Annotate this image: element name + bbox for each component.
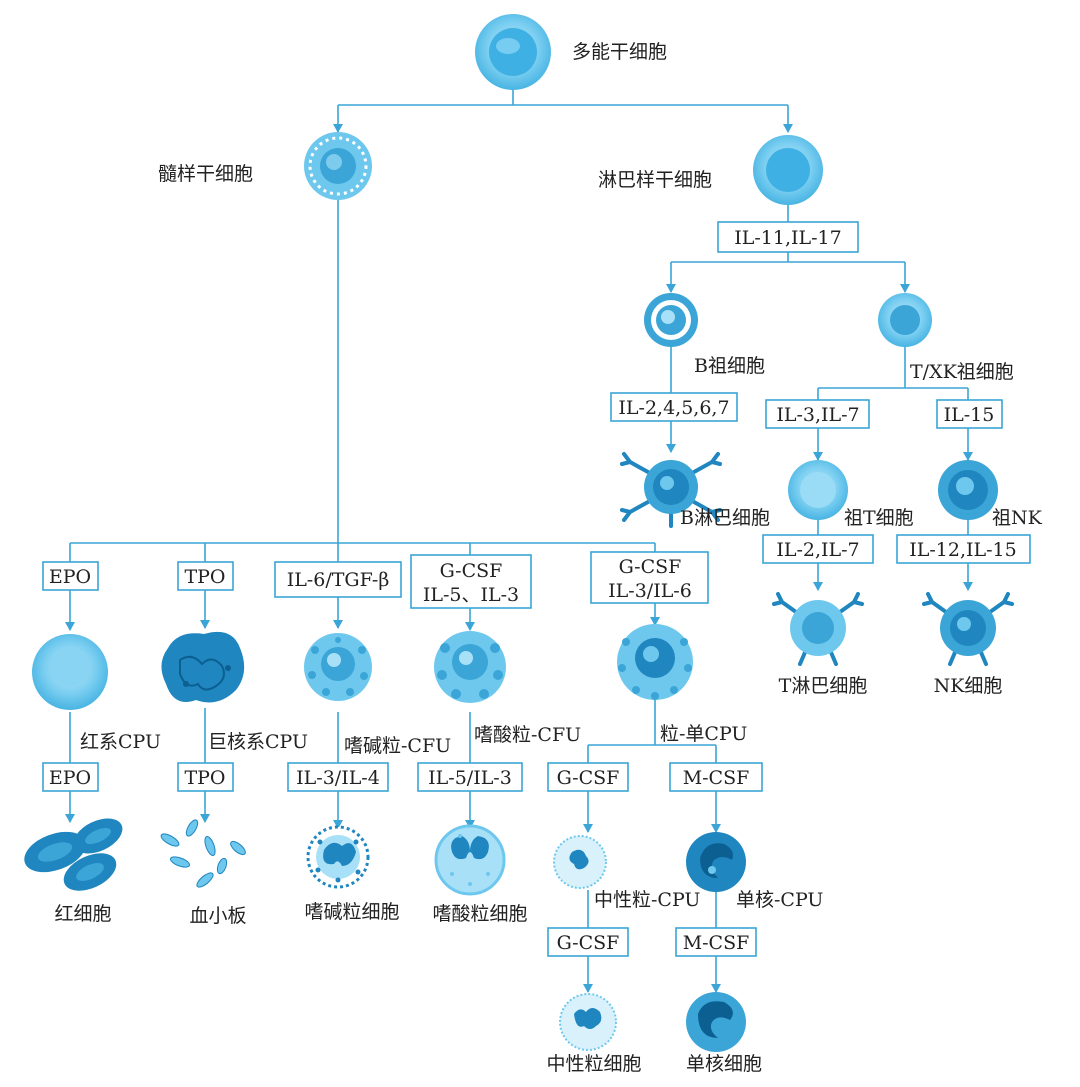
basophil-icon (306, 825, 370, 889)
label-b-progenitor: B祖细胞 (694, 355, 765, 377)
granulocyte-monocyte-progenitor-icon (617, 624, 693, 700)
label-lymphoid-stem: 淋巴样干细胞 (598, 169, 712, 191)
factor-il5-il3: IL-5/IL-3 (428, 767, 512, 789)
factor-gcsf-eos-line2: IL-5、IL-3 (423, 584, 519, 606)
label-platelet: 血小板 (189, 905, 246, 927)
label-rbc: 红细胞 (54, 903, 111, 925)
label-gm-cfu: 粒-单CPU (660, 723, 747, 745)
myeloid-stem-cell-icon (304, 132, 372, 200)
factor-il2-4567: IL-2,4,5,6,7 (618, 397, 729, 419)
basophil-progenitor-icon (304, 633, 372, 701)
lymphoid-stem-cell-icon (753, 135, 823, 205)
t-nk-progenitor-cell-icon (878, 293, 932, 347)
connectors (65, 88, 973, 993)
eosinophil-icon (434, 824, 506, 896)
factor-il11-il17: IL-11,IL-17 (734, 227, 841, 249)
label-nk-cell: NK细胞 (934, 675, 1003, 697)
t-precursor-cell-icon (788, 460, 848, 520)
factor-mcsf-mono-final: M-CSF (683, 932, 750, 954)
label-erythroid-cfu: 红系CPU (80, 731, 161, 753)
monocyte-icon (686, 992, 746, 1052)
label-basophil-cfu: 嗜碱粒-CFU (344, 735, 451, 757)
b-progenitor-cell-icon (644, 293, 698, 347)
factor-il2-il7: IL-2,IL-7 (776, 539, 859, 561)
label-neutrophil-cfu: 中性粒-CPU (594, 889, 700, 911)
platelets-icon (160, 819, 246, 888)
label-nk-precursor: 祖NK (992, 507, 1043, 529)
label-stem-cell: 多能干细胞 (572, 41, 667, 63)
factor-gcsf-gm-line2: IL-3/IL-6 (608, 580, 692, 602)
factor-tpo-bottom: TPO (184, 767, 225, 789)
neutrophil-icon (559, 993, 617, 1051)
stem-cell-icon (475, 14, 551, 90)
t-lymphocyte-icon (772, 592, 864, 666)
factor-boxes (42, 221, 1031, 957)
factor-gcsf-gm-line1: G-CSF (619, 556, 682, 578)
factor-tpo-top: TPO (184, 566, 225, 588)
label-basophil: 嗜碱粒细胞 (304, 901, 399, 923)
cell-labels: 多能干细胞 髓样干细胞 淋巴样干细胞 B祖细胞 T/XK祖细胞 B淋巴细胞 祖T… (54, 41, 1042, 1075)
monocyte-progenitor-icon (686, 832, 746, 892)
factor-il3-il4: IL-3/IL-4 (296, 767, 380, 789)
erythroid-progenitor-icon (32, 634, 108, 710)
red-blood-cells-icon (24, 818, 123, 891)
factor-epo-bottom: EPO (49, 767, 91, 789)
factor-gcsf-neut-final: G-CSF (557, 932, 620, 954)
factor-labels: IL-11,IL-17 IL-2,4,5,6,7 IL-3,IL-7 IL-15… (49, 227, 1017, 954)
label-megakaryocyte-cfu: 巨核系CPU (208, 731, 308, 753)
label-monocyte: 单核细胞 (686, 1053, 762, 1075)
label-b-lymphocyte: B淋巴细胞 (680, 507, 770, 529)
nk-cell-icon (922, 592, 1014, 666)
label-tnk-progenitor: T/XK祖细胞 (910, 361, 1014, 383)
megakaryocyte-progenitor-icon (161, 631, 245, 703)
factor-gcsf-neut: G-CSF (557, 767, 620, 789)
factor-il15: IL-15 (944, 404, 995, 426)
factor-il12-il15: IL-12,IL-15 (909, 539, 1016, 561)
b-lymphocyte-icon (620, 452, 722, 528)
label-t-lymphocyte: T淋巴细胞 (779, 675, 868, 697)
factor-gcsf-eos-line1: G-CSF (440, 560, 503, 582)
label-neutrophil: 中性粒细胞 (546, 1053, 641, 1075)
factor-mcsf-mono: M-CSF (683, 767, 750, 789)
label-myeloid-stem: 髓样干细胞 (158, 163, 253, 185)
label-monocyte-cfu: 单核-CPU (736, 889, 823, 911)
factor-epo-top: EPO (49, 566, 91, 588)
nk-precursor-cell-icon (938, 460, 998, 520)
label-eosinophil: 嗜酸粒细胞 (432, 903, 527, 925)
factor-il6-tgf: IL-6/TGF-β (287, 569, 390, 591)
factor-il3-il7: IL-3,IL-7 (776, 404, 859, 426)
neutrophil-progenitor-icon (553, 835, 607, 889)
label-t-precursor: 祖T细胞 (844, 507, 914, 529)
eosinophil-progenitor-icon (434, 631, 506, 703)
label-eosinophil-cfu: 嗜酸粒-CFU (474, 724, 581, 746)
